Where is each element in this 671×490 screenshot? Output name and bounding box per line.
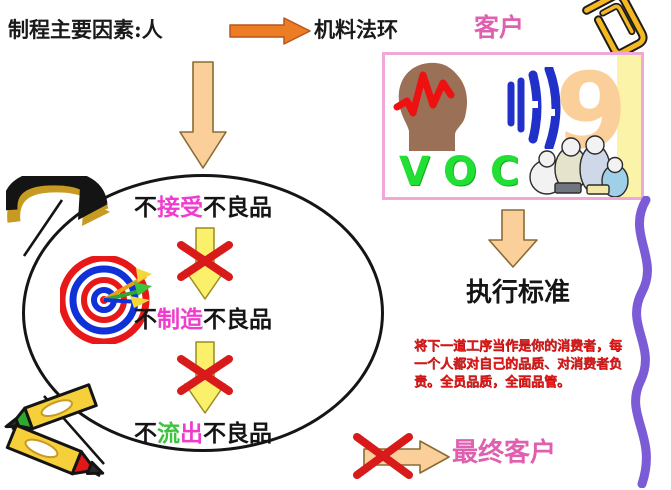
final-customer-label: 最终客户 <box>452 438 557 468</box>
cycle-line-3-prefix: 不 <box>134 420 157 447</box>
peach-down-arrow-top-icon <box>179 61 227 169</box>
process-cycle-ellipse <box>22 174 384 452</box>
people-group-icon <box>529 135 629 197</box>
voc-letter-v: V <box>399 149 430 195</box>
cycle-line-3-suffix: 不良品 <box>203 420 272 447</box>
exec-standard-label: 执行标准 <box>466 278 571 308</box>
cycle-line-1-highlight: 接受 <box>157 194 203 221</box>
sound-wave-icon <box>507 67 561 149</box>
cycle-line-1-suffix: 不良品 <box>203 194 272 221</box>
cycle-line-2-highlight: 制造 <box>157 306 203 333</box>
page-title-right: 机料法环 <box>314 17 398 42</box>
cycle-line-2-suffix: 不良品 <box>203 306 272 333</box>
cycle-line-3-highlight-b: 出 <box>180 420 203 447</box>
red-cross-3-icon <box>353 433 413 479</box>
red-cross-1-icon <box>177 241 233 281</box>
cycle-line-2-prefix: 不 <box>134 306 157 333</box>
cycle-line-1: 不接受不良品 <box>134 188 272 222</box>
red-cross-2-icon <box>177 355 233 395</box>
voc-letter-c: C <box>490 149 520 195</box>
dartboard-target-icon <box>60 256 152 344</box>
head-profile-icon <box>393 62 467 151</box>
voc-image-box: 9 V O C <box>382 52 644 200</box>
cycle-line-3: 不流出不良品 <box>134 414 272 448</box>
customer-label: 客户 <box>474 13 525 42</box>
cycle-line-3-highlight-a: 流 <box>157 420 180 447</box>
cycle-line-1-prefix: 不 <box>134 194 157 221</box>
orange-right-arrow-icon <box>229 17 311 45</box>
crossed-pencils-icon <box>4 383 105 478</box>
purple-wavy-ribbon-icon <box>631 196 652 488</box>
red-paragraph-text: 将下一道工序当作是你的消费者，每一个人都对自己的品质、对消费者负责。全员品质，全… <box>414 339 623 390</box>
peach-down-arrow-right-icon <box>488 209 538 268</box>
page-title-left: 制程主要因素:人 <box>8 17 163 42</box>
voc-letter-o: O <box>443 149 478 195</box>
circular-arrow-icon <box>6 176 110 257</box>
cycle-line-2: 不制造不良品 <box>134 300 272 334</box>
